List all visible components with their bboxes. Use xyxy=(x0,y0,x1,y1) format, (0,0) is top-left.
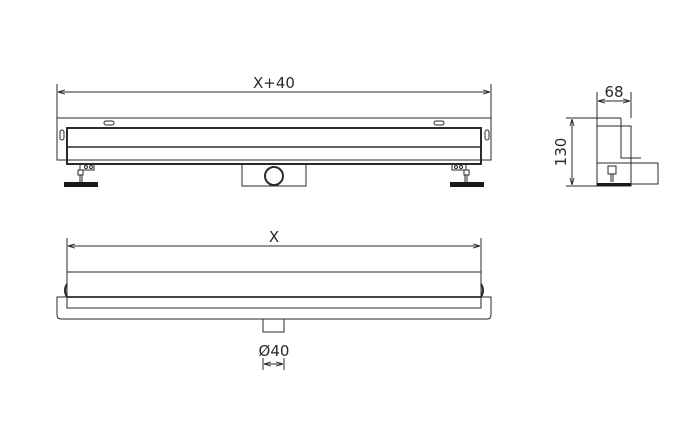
dimension-label-outlet-diameter: Ø40 xyxy=(259,342,290,360)
dimension-label-grate-length: X xyxy=(269,228,279,246)
dimension-label-width: 68 xyxy=(604,83,623,101)
foot-pad xyxy=(597,183,631,186)
outlet-pipe xyxy=(262,319,285,333)
side-slot-right xyxy=(484,129,490,141)
flange-profile xyxy=(620,118,641,159)
inner-channel xyxy=(66,127,482,165)
outer-frame xyxy=(56,117,492,161)
outlet-hole-icon xyxy=(264,166,284,186)
end-cap-right xyxy=(480,283,484,298)
front-view xyxy=(56,238,492,370)
dimension-label-overall-length: X+40 xyxy=(253,74,295,92)
foot-bolt xyxy=(607,165,617,175)
adjustable-foot-right xyxy=(450,163,484,187)
outlet-profile xyxy=(630,162,659,185)
side-view xyxy=(566,92,659,187)
top-view xyxy=(56,84,492,187)
dimension-label-height: 130 xyxy=(552,138,570,167)
end-cap-left xyxy=(64,283,68,298)
channel-profile xyxy=(596,125,632,187)
mounting-slot-right xyxy=(433,120,445,126)
adjustable-foot-left xyxy=(64,163,98,187)
mounting-slot-left xyxy=(103,120,115,126)
side-slot-left xyxy=(59,129,65,141)
base-plate xyxy=(56,296,492,320)
grate xyxy=(66,271,482,309)
